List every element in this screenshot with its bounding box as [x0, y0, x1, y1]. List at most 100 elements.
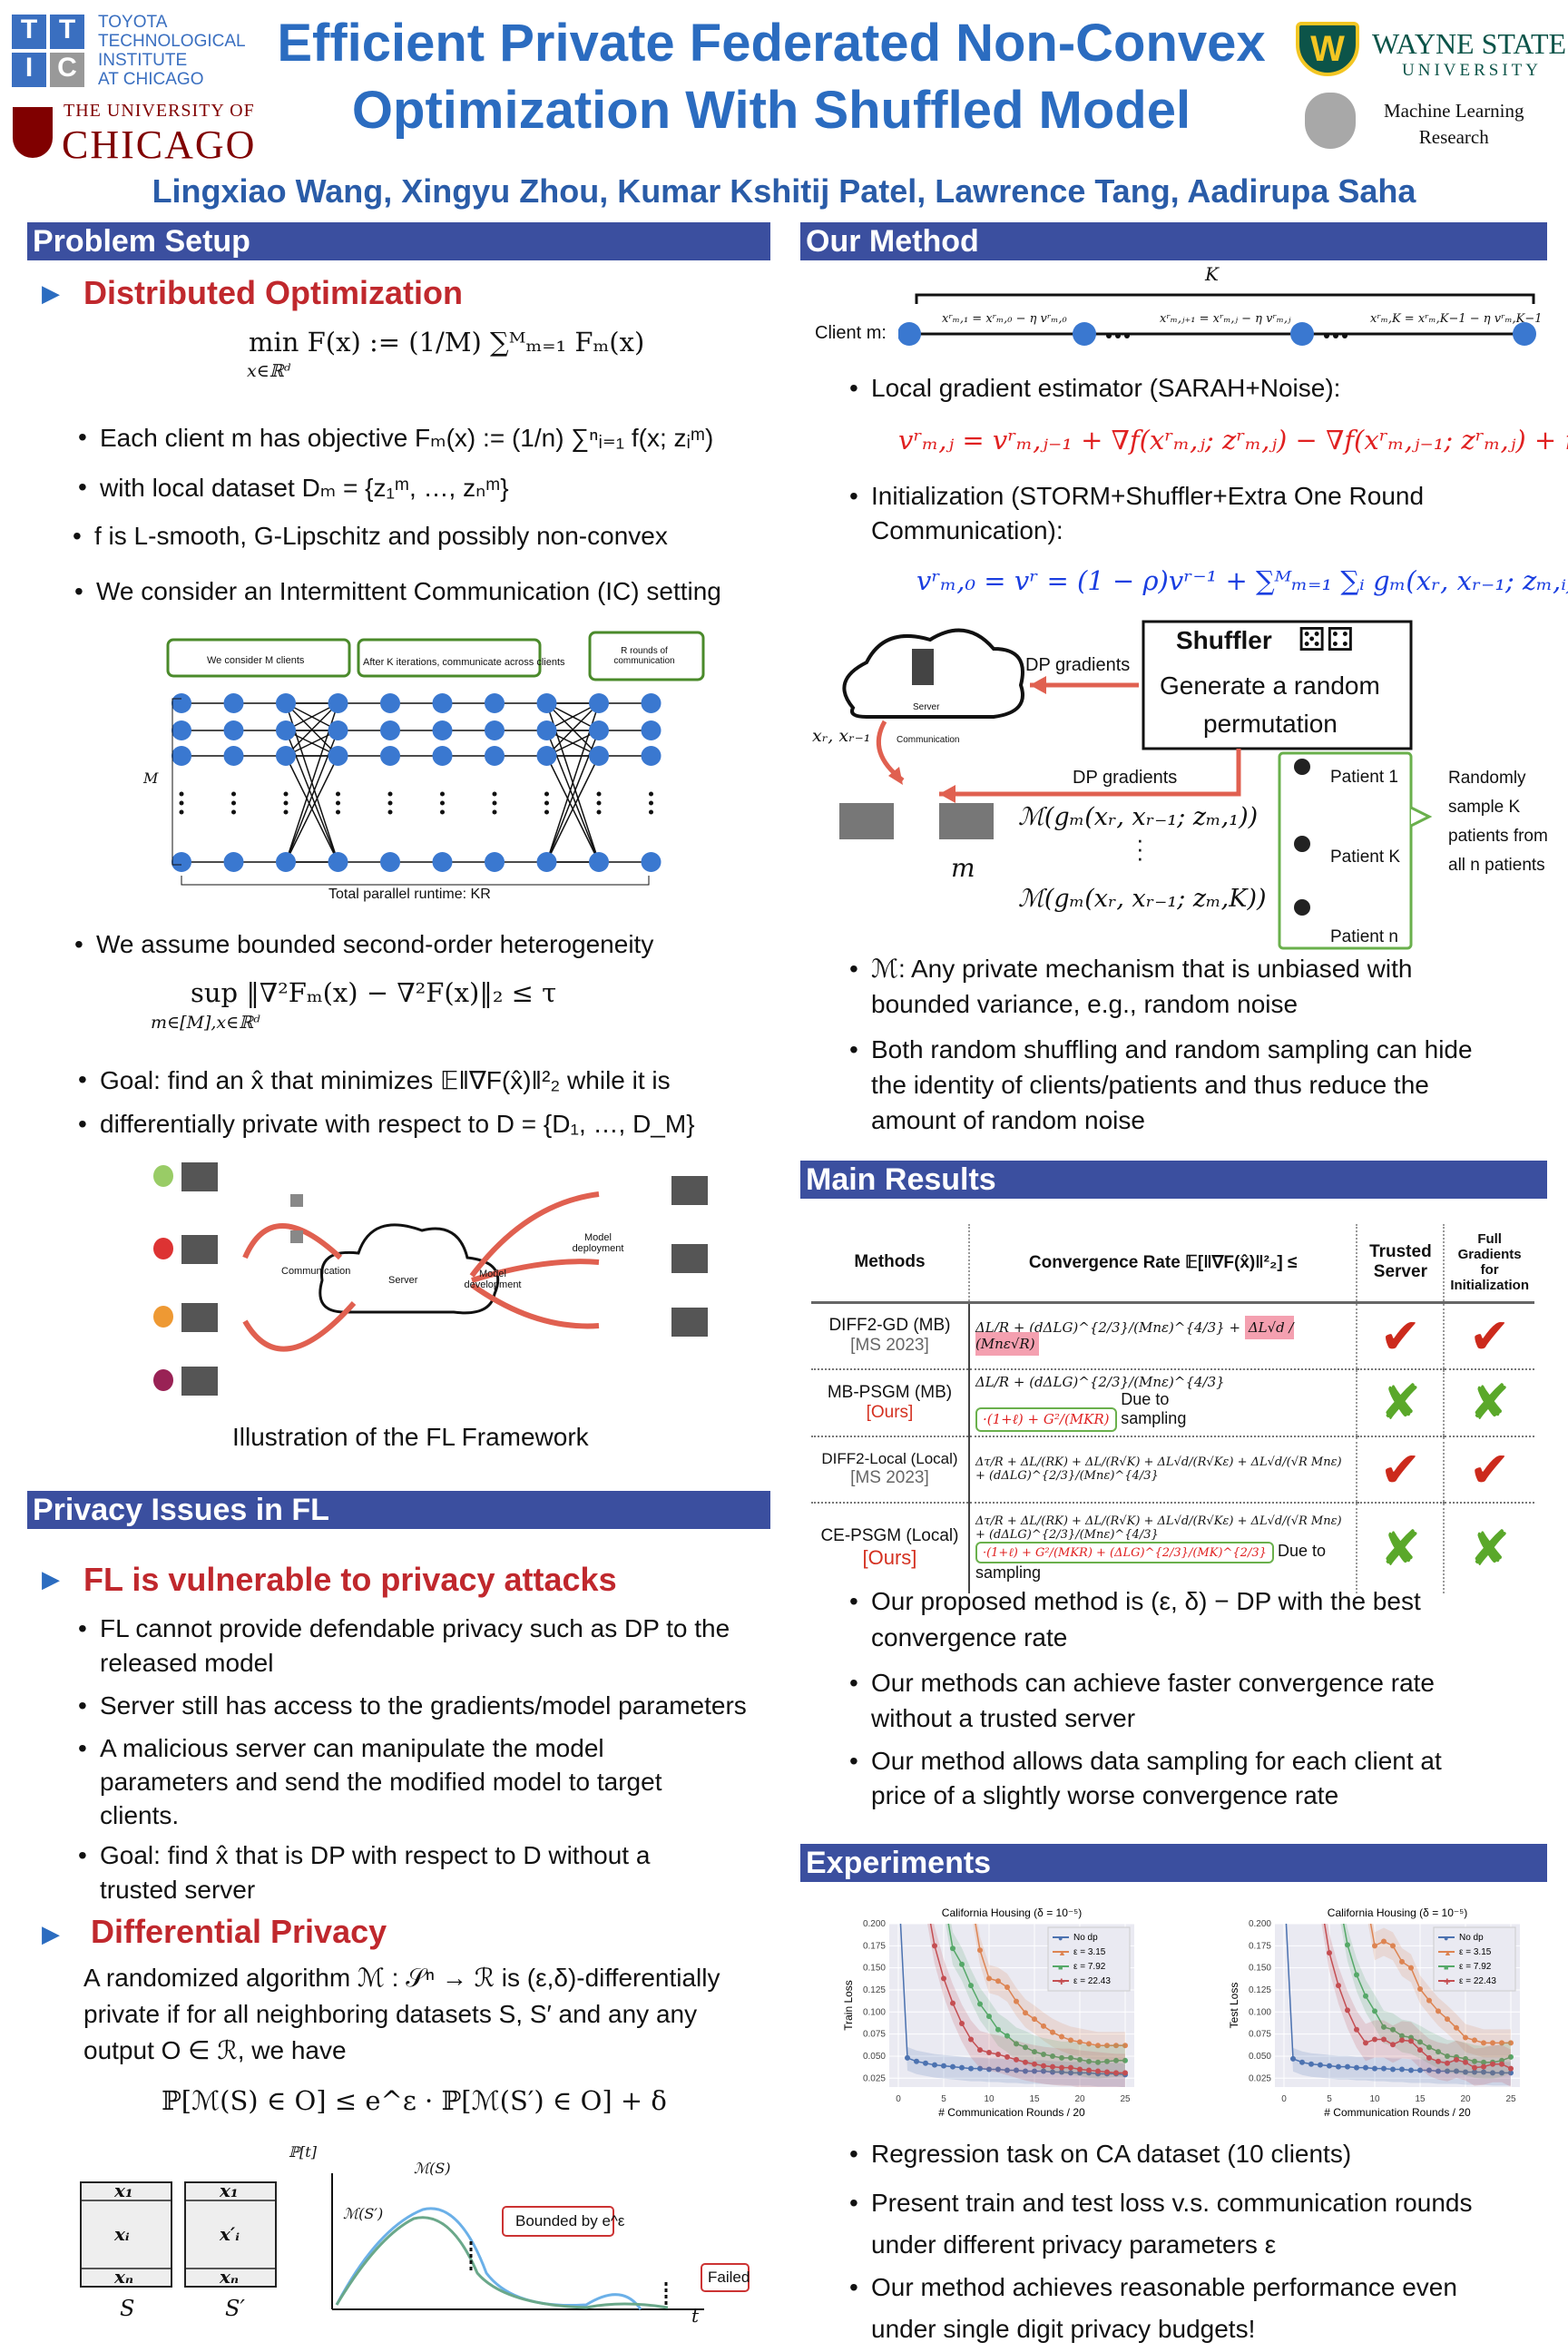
failed-label: Failed [708, 2269, 750, 2286]
y-axis-label: Test Loss [1228, 1983, 1240, 2029]
y-tick-label: 0.050 [863, 2052, 886, 2062]
data-point [1363, 1993, 1368, 1999]
rate: Δτ/R + ΔL/(RK) + ΔL/(R√K) + ΔL√d/(R√Kε) … [975, 1514, 1342, 1542]
data-point [1372, 2036, 1377, 2043]
results-table: Methods Convergence Rate 𝔼[‖∇F(x̂)‖²₂] ≤… [811, 1224, 1534, 1593]
ic-node [536, 746, 557, 766]
authors: Lingxiao Wang, Xingyu Zhou, Kumar Kshiti… [152, 172, 1416, 210]
data-point [1041, 2023, 1046, 2029]
ic-dot [596, 791, 602, 797]
bullet-ic-setting: We consider an Intermittent Communicatio… [74, 577, 721, 606]
data-point [1095, 2068, 1101, 2074]
ic-node [485, 693, 505, 713]
vertical-dots: ··· [1136, 826, 1144, 871]
ic-node [485, 852, 505, 872]
x-tick-label: 0 [1281, 2094, 1287, 2104]
ic-node [276, 720, 296, 740]
ttic-line: INSTITUTE [98, 51, 188, 70]
x-tick-label: 20 [1460, 2094, 1471, 2104]
data-point [1463, 2034, 1468, 2041]
data-point [1408, 2067, 1414, 2073]
data-point [977, 2065, 983, 2072]
ic-dot [231, 791, 236, 797]
data-point [1318, 2062, 1323, 2068]
shuffler-title: Shuffler [1176, 626, 1272, 654]
data-point [914, 2058, 919, 2064]
data-point [1463, 2069, 1468, 2075]
data-point [977, 2047, 983, 2053]
legend-marker: ✚ [1058, 1977, 1065, 1986]
data-point [950, 2063, 956, 2070]
ic-dot [179, 800, 184, 806]
ic-dot [440, 791, 445, 797]
communication-label: Communication [897, 735, 960, 745]
data-point [986, 1975, 992, 1982]
ic-dot [387, 809, 393, 815]
col-trusted: Trusted Server [1356, 1224, 1445, 1304]
data-point [1417, 1986, 1423, 1992]
line: Our method achieves reasonable performan… [871, 2273, 1457, 2301]
data-point [1508, 2065, 1514, 2072]
chain-update-k: xʳₘ,K = xʳₘ,K−1 − η vʳₘ,K−1 [1370, 312, 1543, 326]
poster-title-line2: Optimization With Shuffled Model [351, 81, 1191, 140]
triangle-bullet-icon: ▶ [42, 1920, 60, 1947]
data-point [1068, 2054, 1073, 2061]
legend-label: No dp [1073, 1933, 1098, 1943]
legend-marker: ▲ [1444, 1948, 1452, 1957]
section-header-privacy-issues: Privacy Issues in FL [27, 1491, 770, 1529]
ic-node [589, 720, 609, 740]
results-bullet: Our methods can achieve faster convergen… [849, 1665, 1435, 1736]
row-xi-prime: x′ᵢ [220, 2223, 240, 2245]
ic-node [380, 693, 400, 713]
method-ref: [MS 2023] [850, 1468, 929, 1487]
legend-label: ε = 3.15 [1073, 1947, 1106, 1957]
data-point [1499, 2040, 1504, 2046]
line: Communication): [871, 516, 1063, 544]
data-point [1068, 2064, 1073, 2071]
line: Randomly [1448, 769, 1526, 788]
ic-setting-diagram [166, 631, 705, 886]
data-point [1336, 2063, 1341, 2070]
data-point [1308, 2061, 1314, 2067]
shuffler-text-1: Generate a random [1160, 671, 1380, 700]
legend: ●No dp▲ε = 3.15■ε = 7.92✚ε = 22.43 [1047, 1926, 1131, 1992]
legend-label: ε = 7.92 [1459, 1962, 1492, 1972]
line: sample K [1448, 798, 1521, 817]
ic-dot [283, 809, 289, 815]
ic-node [589, 746, 609, 766]
rate-sampling-term: ·(1+ℓ) + G²/(MKR) + (ΔLG)^{2/3}/(MK)^{2/… [975, 1541, 1274, 1563]
data-point [1095, 2043, 1101, 2049]
legend-marker: ■ [1444, 1963, 1448, 1972]
data-point [1050, 2053, 1055, 2059]
data-point [1104, 2043, 1110, 2049]
uchicago-small: THE UNIVERSITY OF [64, 101, 255, 121]
x-tick-label: 25 [1505, 2094, 1516, 2104]
ic-node [328, 852, 348, 872]
ic-node [432, 720, 453, 740]
dataset-s: S [120, 2296, 135, 2321]
wayne-state-name: WAYNE STATE [1372, 27, 1567, 60]
mechanism-g1: ℳ(gₘ(xᵣ, xᵣ₋₁; zₘ,₁)) [1018, 803, 1259, 831]
table-row: MB-PSGM (MB)[Ours] ΔL/R + (dΔLG)^{2/3}/(… [811, 1368, 1534, 1437]
method-name: CE-PSGM (Local) [820, 1526, 959, 1545]
data-point [1508, 2053, 1514, 2060]
fl-label-model-deployment: Model deployment [572, 1232, 624, 1254]
bullet-shuffling: Both random shuffling and random samplin… [849, 1032, 1473, 1138]
privacy-bullet: A malicious server can manipulate the mo… [78, 1731, 662, 1832]
confidence-band [1285, 1924, 1511, 2086]
data-point [1059, 2034, 1064, 2040]
cross-icon: ✘ [1443, 1368, 1534, 1437]
data-point [959, 2020, 965, 2026]
line: Initialization (STORM+Shuffler+Extra One… [871, 482, 1425, 510]
data-point [1354, 2026, 1359, 2033]
subheading-privacy-attacks: FL is vulnerable to privacy attacks [83, 1561, 617, 1598]
uchicago-big: CHICAGO [62, 122, 257, 167]
data-point [968, 1983, 974, 1989]
data-point [1390, 2026, 1396, 2033]
data-point [1436, 2058, 1441, 2064]
ic-dot [387, 791, 393, 797]
ic-dot [596, 809, 602, 815]
y-tick-label: 0.150 [1249, 1964, 1271, 1974]
method-ref: [Ours] [862, 1546, 917, 1569]
data-point [1417, 2039, 1423, 2045]
